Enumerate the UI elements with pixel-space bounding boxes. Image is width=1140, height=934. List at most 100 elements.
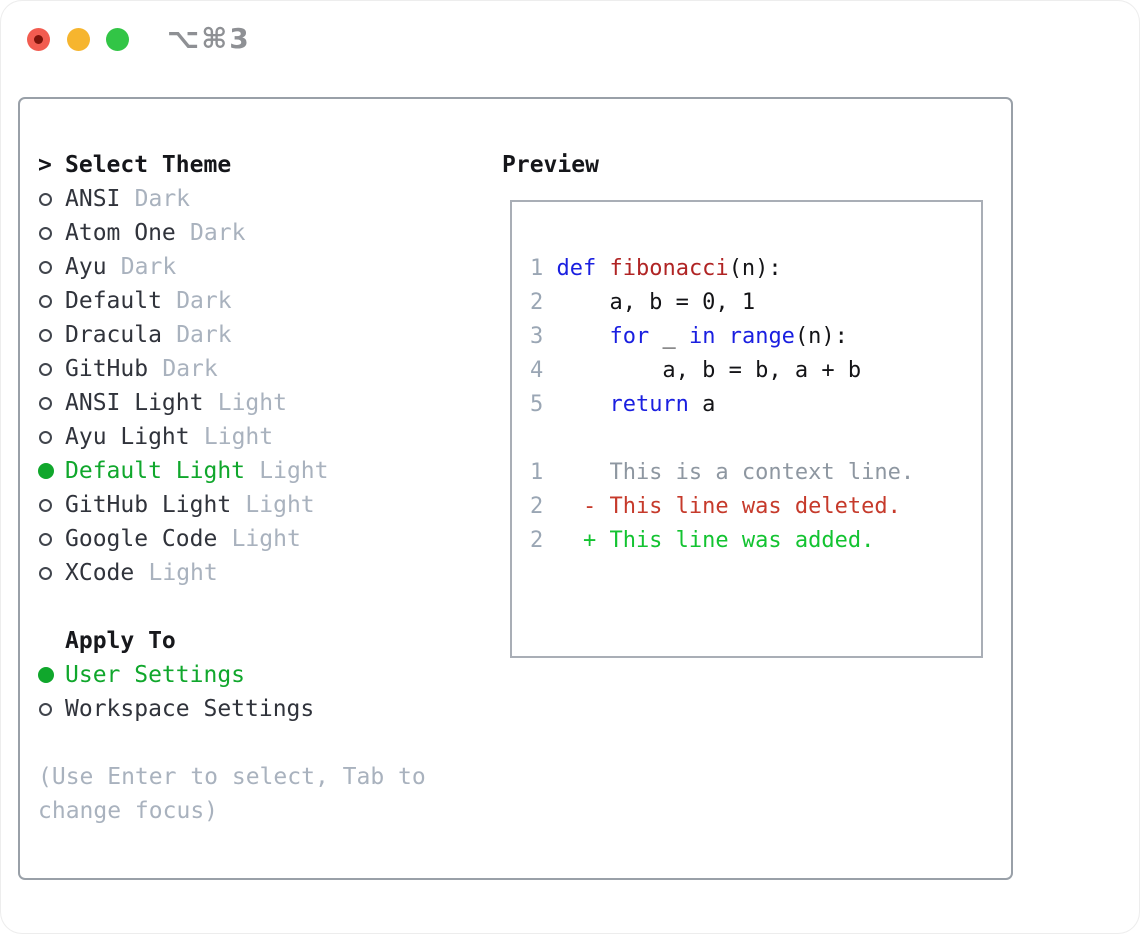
title-bar: ⌥⌘3	[0, 0, 1140, 80]
diff-line: 1 This is a context line.	[530, 456, 981, 490]
radio-icon	[38, 294, 65, 308]
radio-circle-icon	[39, 396, 52, 410]
focus-caret-icon: >	[38, 152, 52, 178]
radio-circle-icon	[38, 667, 54, 683]
radio-icon	[38, 532, 65, 546]
option-badge: Light	[231, 526, 301, 552]
option-badge: Light	[245, 492, 315, 518]
option-label: Dracula	[65, 322, 162, 348]
radio-option[interactable]: ANSI Light Light	[38, 386, 482, 420]
select-theme-title: Select Theme	[65, 152, 232, 178]
option-label: Ayu Light	[65, 424, 190, 450]
option-badge: Light	[217, 390, 287, 416]
radio-option[interactable]: Atom One Dark	[38, 216, 482, 250]
radio-circle-icon	[39, 430, 52, 444]
code-segment: a, b = b, a + b	[556, 358, 862, 383]
code-line: 3 for _ in range(n):	[530, 320, 981, 354]
radio-icon	[38, 702, 65, 716]
code-segment: _	[649, 324, 689, 349]
radio-option[interactable]: Google Code Light	[38, 522, 482, 556]
option-label: XCode	[65, 560, 135, 586]
radio-option[interactable]: Default Dark	[38, 284, 482, 318]
line-number: 1	[530, 256, 544, 281]
code-segment: (n):	[728, 256, 782, 281]
diff-text: - This line was deleted.	[556, 494, 901, 519]
code-line: 5 return a	[530, 388, 981, 422]
option-badge: Light	[148, 560, 218, 586]
code-segment	[715, 324, 728, 349]
radio-icon	[38, 362, 65, 376]
diff-text: + This line was added.	[556, 528, 875, 553]
radio-option[interactable]: Dracula Dark	[38, 318, 482, 352]
radio-icon	[38, 226, 65, 240]
line-number: 2	[530, 494, 544, 519]
code-segment: def	[556, 256, 597, 281]
line-number: 2	[530, 290, 544, 315]
option-badge: Dark	[190, 220, 246, 246]
option-label: GitHub Light	[65, 492, 232, 518]
option-label: GitHub	[65, 356, 149, 382]
blank-line	[530, 422, 981, 456]
radio-icon	[38, 396, 65, 410]
option-label: ANSI	[65, 186, 121, 212]
radio-circle-icon	[38, 463, 54, 479]
radio-option[interactable]: Workspace Settings	[38, 692, 482, 726]
code-line: 4 a, b = b, a + b	[530, 354, 981, 388]
radio-icon	[38, 498, 65, 512]
radio-circle-icon	[39, 362, 52, 376]
apply-to-header: Apply To	[65, 628, 176, 654]
minimize-button[interactable]	[67, 28, 90, 51]
close-button[interactable]	[27, 28, 50, 51]
preview-diff-block: 1 This is a context line.2 - This line w…	[530, 456, 981, 558]
window-shortcut-label: ⌥⌘3	[167, 22, 251, 55]
spacer	[38, 726, 482, 760]
select-theme-header: > Select Theme	[38, 148, 482, 182]
option-label: Default	[65, 288, 162, 314]
option-badge: Dark	[176, 322, 232, 348]
radio-icon	[38, 566, 65, 580]
option-label: Ayu	[65, 254, 107, 280]
radio-icon	[38, 667, 65, 683]
option-label: Atom One	[65, 220, 176, 246]
code-segment: a, b = 0, 1	[556, 290, 756, 315]
keyboard-hint: (Use Enter to select, Tab to change focu…	[38, 764, 426, 824]
close-dot-icon	[34, 35, 43, 44]
preview-title: Preview	[502, 152, 599, 178]
code-line: 2 a, b = 0, 1	[530, 286, 981, 320]
option-label: Workspace Settings	[65, 696, 315, 722]
option-label: User Settings	[65, 662, 246, 688]
radio-circle-icon	[39, 566, 52, 580]
radio-option[interactable]: XCode Light	[38, 556, 482, 590]
diff-line: 2 + This line was added.	[530, 524, 981, 558]
option-badge: Dark	[176, 288, 232, 314]
code-segment: return	[609, 392, 689, 417]
code-segment: a	[688, 392, 716, 417]
option-label: ANSI Light	[65, 390, 204, 416]
radio-circle-icon	[39, 192, 52, 206]
spacer	[38, 590, 482, 624]
radio-option[interactable]: User Settings	[38, 658, 482, 692]
radio-icon	[38, 430, 65, 444]
option-label: Google Code	[65, 526, 218, 552]
radio-circle-icon	[39, 294, 52, 308]
option-label: Default Light	[65, 458, 246, 484]
diff-line: 2 - This line was deleted.	[530, 490, 981, 524]
radio-icon	[38, 463, 65, 479]
radio-icon	[38, 328, 65, 342]
maximize-button[interactable]	[106, 28, 129, 51]
radio-option[interactable]: GitHub Light Light	[38, 488, 482, 522]
